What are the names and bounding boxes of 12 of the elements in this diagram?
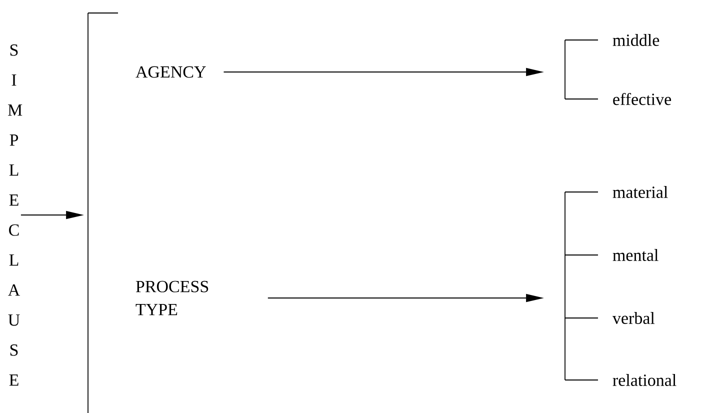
option-label: effective xyxy=(613,92,672,106)
bracket-branch xyxy=(564,254,598,256)
option-label: verbal xyxy=(612,312,655,324)
option-label: relational xyxy=(612,374,676,386)
option-label: mental xyxy=(612,249,658,261)
option-label: material xyxy=(612,186,668,198)
option-label: middle xyxy=(612,34,660,46)
bracket-branch xyxy=(564,98,598,100)
feature-label: PROCESS TYPE xyxy=(136,280,208,316)
feature-label: AGENCY xyxy=(136,66,206,78)
vertical-label: S I M P L E C L A U S E xyxy=(8,44,22,386)
bracket xyxy=(88,12,118,413)
